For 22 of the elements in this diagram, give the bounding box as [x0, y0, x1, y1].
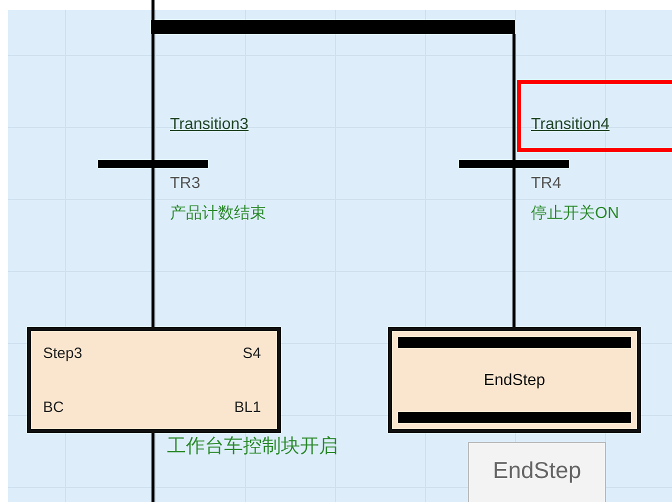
action-name: BC — [43, 399, 64, 417]
connector-line — [152, 235, 154, 327]
divergence-bar — [151, 20, 515, 34]
condition-comment: 产品计数结束 — [170, 204, 266, 224]
action-number: BL1 — [234, 399, 261, 417]
step-name: EndStep — [482, 371, 546, 390]
connector-line — [152, 0, 154, 20]
transition-label: TR4 — [531, 174, 562, 194]
action-comment: 工作台车控制块开启 — [167, 436, 338, 459]
transition-label: TR3 — [170, 174, 200, 194]
step-number: S4 — [242, 345, 261, 363]
step-name-tag: EndStep — [468, 442, 606, 502]
connector-line — [512, 235, 516, 327]
step-box — [27, 327, 281, 433]
connector-line — [152, 433, 154, 502]
transition-name: Transition4 — [531, 115, 610, 134]
end-step-box — [388, 327, 641, 433]
condition-comment: 停止开关ON — [531, 204, 619, 224]
connector-line — [152, 34, 154, 110]
connector-line — [512, 34, 516, 110]
step-name: Step3 — [43, 345, 82, 363]
transition-name: Transition3 — [170, 115, 249, 134]
